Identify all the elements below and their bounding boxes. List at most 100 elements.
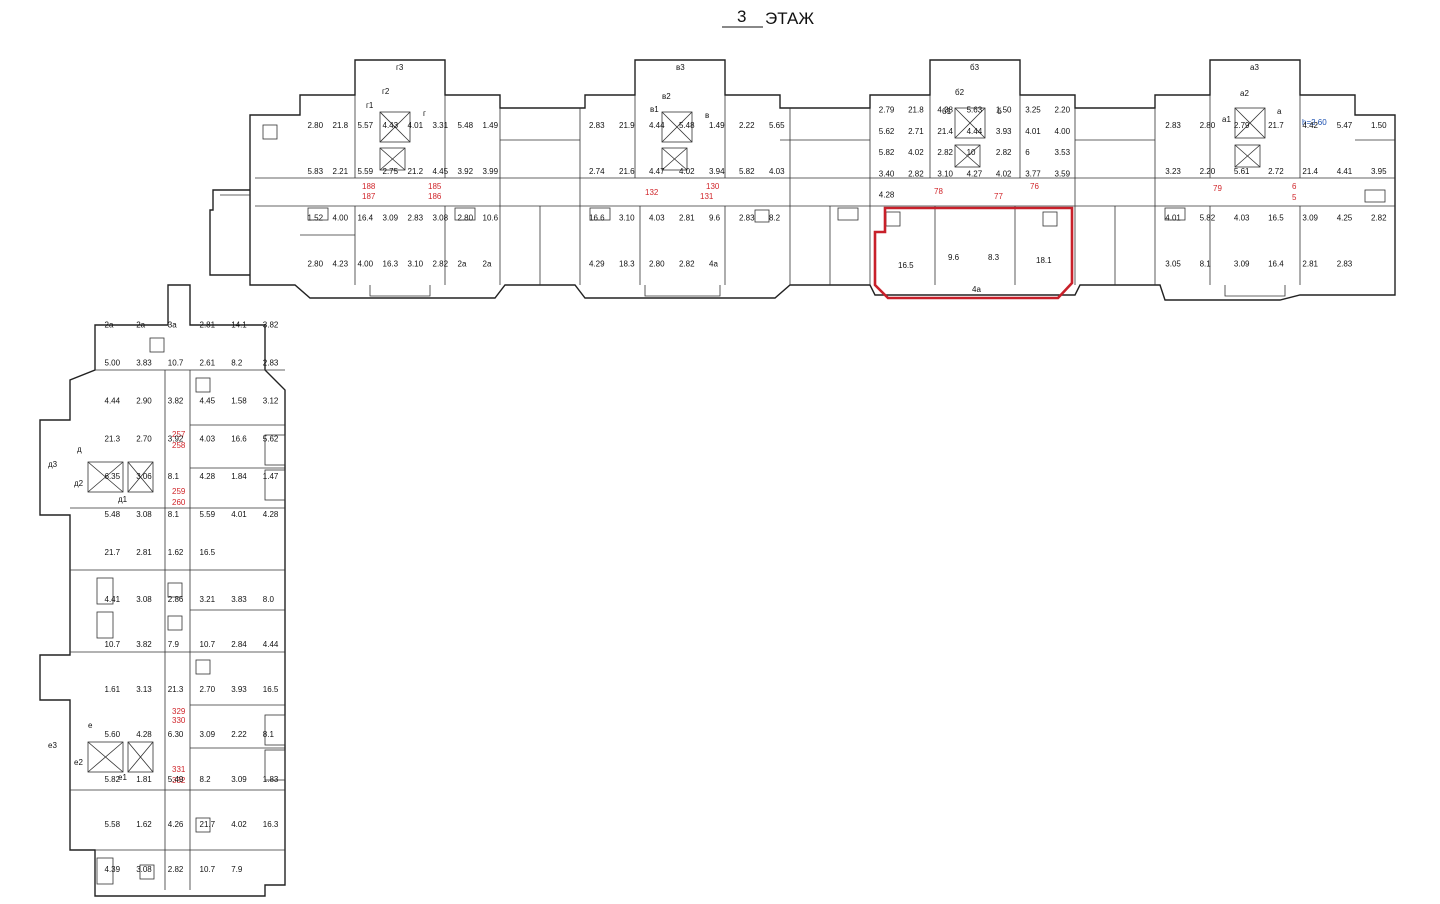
room-label: 2.70: [200, 685, 216, 694]
section-labels: г3 в3 б3 а3 д3 е3 г в б а д е г1 г2 в1 в…: [48, 63, 1327, 782]
room-label: 3.92: [168, 434, 184, 443]
lobby-label-a2: а2: [1240, 89, 1249, 98]
apartment-number: 76: [1030, 182, 1039, 191]
apartment-number: 132: [645, 188, 659, 197]
room-label: 4.45: [433, 167, 449, 176]
lobby-label-v2: в2: [662, 92, 671, 101]
room-label: 3.94: [709, 167, 725, 176]
room-label: 5.48: [458, 121, 474, 130]
lobby-label-v1: в1: [650, 105, 659, 114]
room-label: 2.84: [231, 640, 247, 649]
area-room-2: 9.6: [948, 253, 960, 262]
room-label: 16.4: [358, 213, 374, 222]
room-label: 8.2: [200, 775, 212, 784]
room-label: 16.6: [589, 213, 605, 222]
lobby-label-e2: е2: [74, 758, 83, 767]
room-label: 1.50: [1371, 121, 1387, 130]
room-label: 21.2: [408, 167, 424, 176]
room-label: 2.22: [231, 730, 247, 739]
room-label: 3.95: [1371, 167, 1387, 176]
apartment-number: 185: [428, 182, 442, 191]
room-label: 10.7: [168, 359, 184, 368]
bathroom-fixtures: [139, 124, 1386, 880]
room-label: 16.3: [263, 820, 279, 829]
room-label: 3.83: [136, 359, 152, 368]
room-label: 21.7: [105, 548, 121, 557]
room-label: 3а: [168, 321, 177, 330]
room-label: 2.82: [1371, 213, 1387, 222]
apartment-number: 6: [1292, 182, 1297, 191]
apartment-number: 77: [994, 192, 1003, 201]
room-label: 2.71: [908, 127, 924, 136]
room-label: 10.7: [200, 640, 216, 649]
room-label: 6.30: [168, 730, 184, 739]
room-label: 4.02: [231, 820, 247, 829]
room-label: 2.80: [1200, 121, 1216, 130]
lobby-label-e1: е1: [118, 773, 127, 782]
stair-label-v: в: [705, 111, 709, 120]
room-label: 4.00: [358, 260, 374, 269]
room-label: 2.75: [383, 167, 399, 176]
room-label: 4.01: [408, 121, 424, 130]
room-label: 16.5: [200, 548, 216, 557]
room-label: 4.28: [879, 191, 895, 200]
room-label: 8.1: [263, 730, 275, 739]
room-label: 2.21: [333, 167, 349, 176]
room-label: 14.1: [231, 321, 247, 330]
room-label: 3.09: [231, 775, 247, 784]
stair-label-a: а: [1277, 107, 1282, 116]
highlighted-apartment: [873, 206, 1074, 300]
room-label: 5.65: [769, 121, 785, 130]
apartment-number: 329: [172, 707, 186, 716]
room-label: 1.83: [263, 775, 279, 784]
room-label: 4.23: [333, 260, 349, 269]
room-label: 3.12: [263, 396, 279, 405]
balcony-label-v3: в3: [676, 63, 685, 72]
apartment-number: 188: [362, 182, 376, 191]
room-label: 3.53: [1055, 148, 1071, 157]
room-label: 4.02: [996, 169, 1012, 178]
apartment-number: 187: [362, 192, 376, 201]
room-label: 3.25: [1025, 106, 1041, 115]
area-room-3: 8.3: [988, 253, 1000, 262]
room-label: 3.92: [458, 167, 474, 176]
lobby-label-g1: г1: [366, 101, 374, 110]
room-label: 4.44: [105, 396, 121, 405]
apartment-number: 131: [700, 192, 714, 201]
apartment-number: 79: [1213, 184, 1222, 193]
room-label: 7.9: [231, 865, 243, 874]
room-label: 18.3: [619, 260, 635, 269]
room-label: 5.82: [1200, 213, 1216, 222]
apartment-number: 5: [1292, 193, 1297, 202]
room-label: 2.83: [1337, 260, 1353, 269]
lobby-label-d2: д2: [74, 479, 84, 488]
room-label: 1.47: [263, 472, 279, 481]
room-label: 4.03: [649, 213, 665, 222]
room-label: 21.4: [937, 127, 953, 136]
area-room-4: 18.1: [1036, 256, 1052, 265]
lobby-label-b2: б2: [955, 88, 965, 97]
room-label: 3.09: [383, 213, 399, 222]
balcony-4a: 4а: [972, 285, 981, 294]
room-label: 2.70: [136, 434, 152, 443]
room-label: 21.7: [1268, 121, 1284, 130]
lobby-label-g2: г2: [382, 87, 390, 96]
room-label: 1.52: [308, 213, 324, 222]
vertical-wing: [39, 284, 286, 897]
room-label: 21.8: [333, 121, 349, 130]
room-label: 2.79: [879, 106, 895, 115]
floor-word: ЭТАЖ: [765, 9, 814, 28]
room-label: 2.79: [1234, 121, 1250, 130]
apartment-number: 186: [428, 192, 442, 201]
apartment-number: 259: [172, 487, 186, 496]
room-label: 3.77: [1025, 169, 1041, 178]
apartment-number: 257: [172, 430, 186, 439]
room-label: 3.08: [136, 595, 152, 604]
room-label: 3.05: [1165, 260, 1181, 269]
room-label: 2.83: [408, 213, 424, 222]
room-label: 4.44: [263, 640, 279, 649]
room-label: 2.82: [168, 865, 184, 874]
room-label: 1.50: [996, 106, 1012, 115]
